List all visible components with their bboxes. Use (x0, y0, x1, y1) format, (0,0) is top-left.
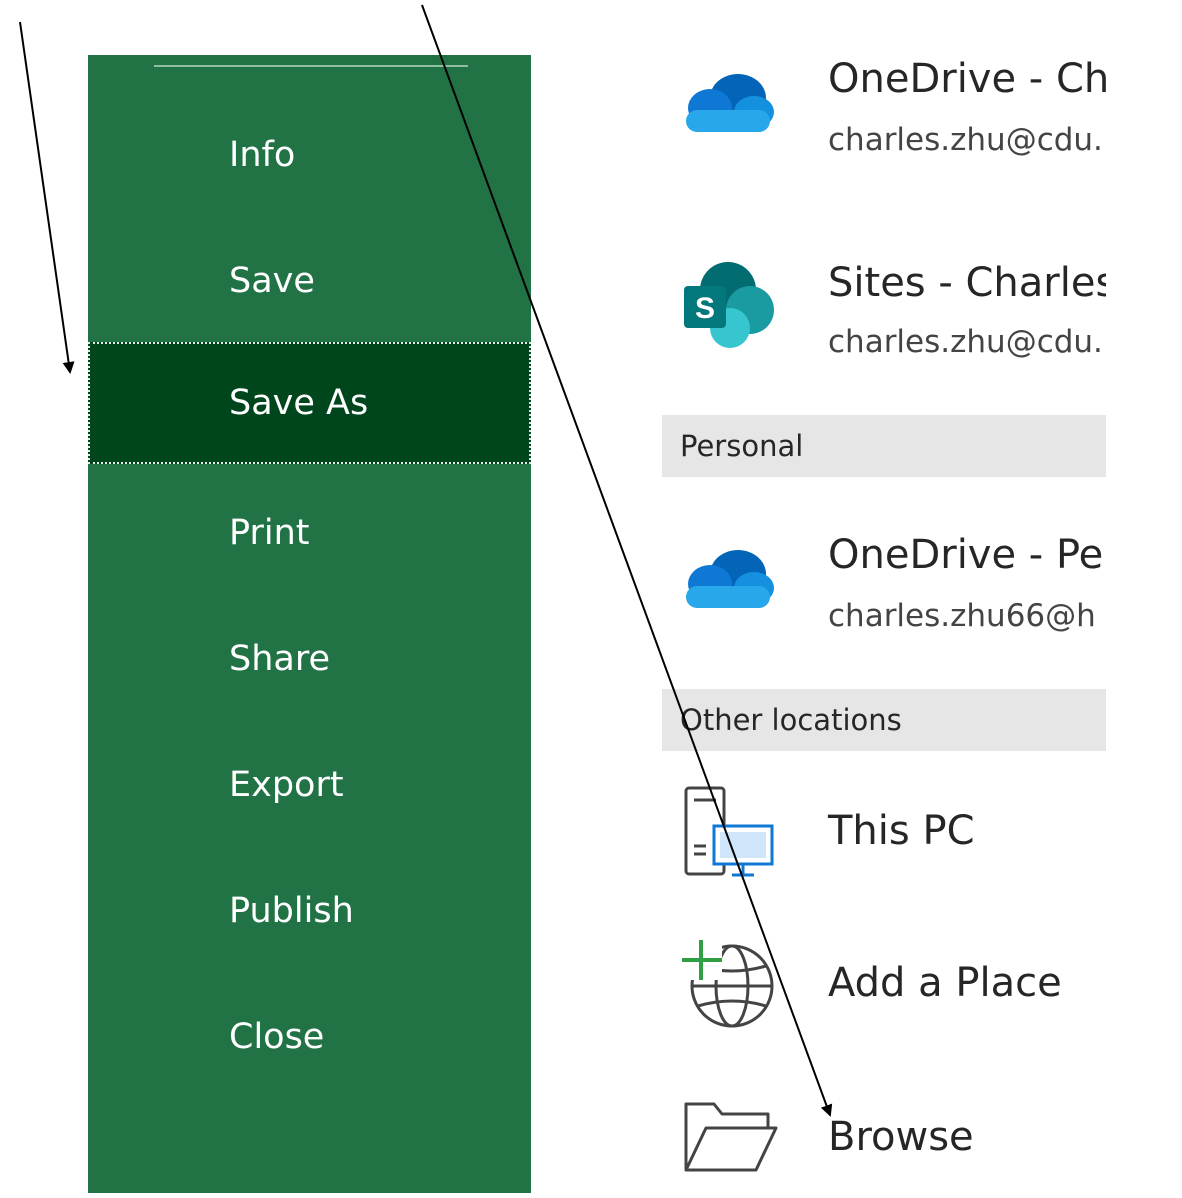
backstage-nav: Info Save Save As Print Share Export Pub… (88, 55, 531, 1193)
arrow-to-save-as (19, 21, 75, 374)
location-onedrive-org[interactable]: OneDrive - Ch charles.zhu@cdu. (662, 50, 1106, 180)
location-this-pc[interactable]: This PC (662, 782, 1106, 882)
nav-item-publish[interactable]: Publish (229, 891, 354, 931)
location-title: This PC (828, 808, 975, 854)
location-title: OneDrive - Ch (828, 56, 1106, 102)
nav-divider (154, 65, 468, 67)
location-email: charles.zhu66@h (828, 598, 1096, 634)
nav-item-share[interactable]: Share (229, 639, 331, 679)
location-title: Browse (828, 1114, 974, 1160)
location-title: Add a Place (828, 960, 1062, 1006)
nav-item-print[interactable]: Print (229, 513, 310, 553)
nav-item-save-as[interactable]: Save As (88, 342, 531, 464)
location-email: charles.zhu@cdu. (828, 122, 1103, 158)
location-title: Sites - Charles (828, 260, 1106, 306)
nav-item-close[interactable]: Close (229, 1017, 325, 1057)
nav-item-export[interactable]: Export (229, 765, 344, 805)
location-sites[interactable]: S Sites - Charles charles.zhu@cdu. (662, 252, 1106, 382)
section-header-other-locations: Other locations (662, 689, 1106, 751)
globe-add-icon (680, 940, 774, 1028)
svg-text:S: S (695, 292, 715, 325)
location-browse[interactable]: Browse (662, 1090, 1106, 1190)
nav-item-save[interactable]: Save (229, 261, 315, 301)
folder-icon (684, 1102, 778, 1172)
location-email: charles.zhu@cdu. (828, 324, 1103, 360)
onedrive-cloud-icon (686, 550, 774, 608)
locations-list: OneDrive - Ch charles.zhu@cdu. S Sites -… (662, 0, 1106, 1198)
location-onedrive-personal[interactable]: OneDrive - Per charles.zhu66@h (662, 526, 1106, 656)
location-title: OneDrive - Per (828, 532, 1106, 578)
onedrive-cloud-icon (686, 74, 774, 132)
sharepoint-icon: S (684, 262, 774, 348)
location-add-place[interactable]: Add a Place (662, 930, 1106, 1030)
nav-item-info[interactable]: Info (229, 135, 296, 175)
section-header-personal: Personal (662, 415, 1106, 477)
computer-icon (684, 786, 774, 877)
